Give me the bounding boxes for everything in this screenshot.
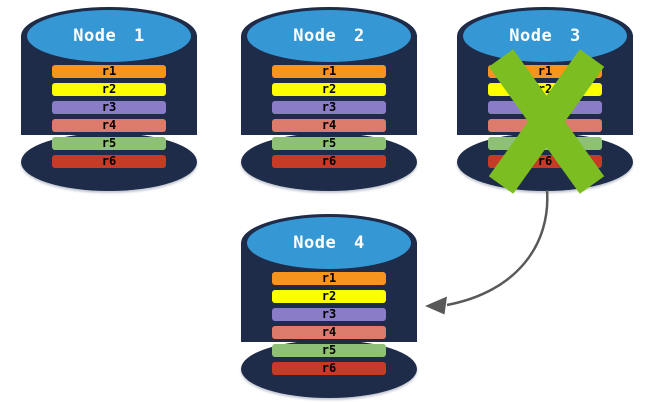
node-2: Node 2 r1 r2 r3 r4 r5 r6 <box>241 7 417 191</box>
transfer-arrow-head <box>425 296 447 315</box>
replica-row: r4 <box>488 119 602 132</box>
replica-list: r1 r2 r3 r4 r5 r6 <box>488 65 602 173</box>
cylinder-cap <box>247 217 411 269</box>
replica-row: r5 <box>488 137 602 150</box>
replica-row: r1 <box>272 65 386 78</box>
node-title: Node 1 <box>73 26 145 46</box>
replica-row: r2 <box>272 83 386 96</box>
node-4: Node 4 r1 r2 r3 r4 r5 r6 <box>241 214 417 398</box>
replica-row: r6 <box>488 155 602 168</box>
replica-row: r5 <box>272 344 386 357</box>
node-3-failed: Node 3 r1 r2 r3 r4 r5 r6 <box>457 7 633 191</box>
replica-row: r4 <box>272 326 386 339</box>
replica-list: r1 r2 r3 r4 r5 r6 <box>272 272 386 380</box>
replica-row: r3 <box>272 308 386 321</box>
cylinder-cap <box>247 10 411 62</box>
replica-list: r1 r2 r3 r4 r5 r6 <box>52 65 166 173</box>
replica-row: r4 <box>52 119 166 132</box>
replica-row: r1 <box>488 65 602 78</box>
node-title: Node 2 <box>293 26 365 46</box>
replica-row: r2 <box>272 290 386 303</box>
replica-row: r2 <box>488 83 602 96</box>
replica-row: r3 <box>488 101 602 114</box>
cylinder-cap <box>27 10 191 62</box>
replica-row: r5 <box>52 137 166 150</box>
replica-row: r6 <box>272 155 386 168</box>
node-1: Node 1 r1 r2 r3 r4 r5 r6 <box>21 7 197 191</box>
replica-row: r6 <box>272 362 386 375</box>
replica-row: r1 <box>272 272 386 285</box>
node-title: Node 3 <box>509 26 581 46</box>
transfer-arrow-line <box>446 189 549 307</box>
replica-row: r6 <box>52 155 166 168</box>
replica-row: r4 <box>272 119 386 132</box>
replica-row: r2 <box>52 83 166 96</box>
node-title: Node 4 <box>293 233 365 253</box>
replica-row: r5 <box>272 137 386 150</box>
replica-row: r1 <box>52 65 166 78</box>
replica-list: r1 r2 r3 r4 r5 r6 <box>272 65 386 173</box>
replica-row: r3 <box>272 101 386 114</box>
replica-row: r3 <box>52 101 166 114</box>
